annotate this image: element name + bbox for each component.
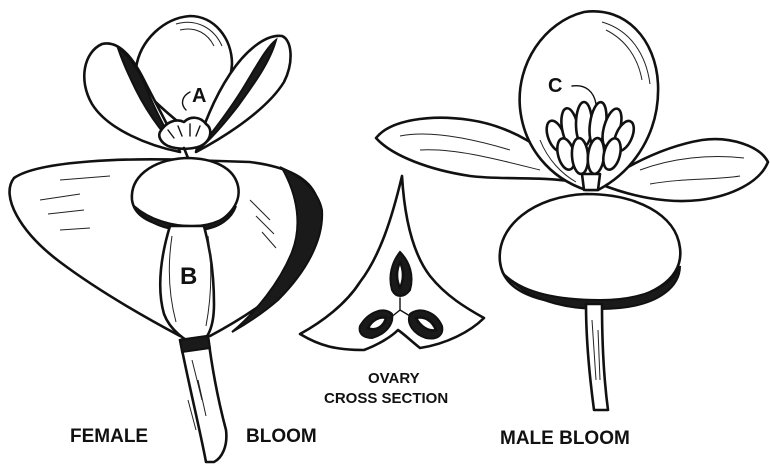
ovary-section-outline bbox=[300, 176, 484, 350]
male-stem bbox=[586, 304, 608, 410]
label-a: A bbox=[192, 85, 206, 107]
male-bloom bbox=[376, 11, 768, 410]
caption-female: FEMALE bbox=[70, 426, 148, 447]
female-bloom bbox=[10, 16, 323, 462]
female-stem bbox=[180, 336, 226, 462]
ovary-cross-section bbox=[300, 176, 484, 350]
caption-ovary: OVARY bbox=[368, 370, 420, 387]
caption-cross-section: CROSS SECTION bbox=[324, 390, 448, 407]
label-b: B bbox=[180, 263, 197, 290]
caption-female-bloom: BLOOM bbox=[246, 426, 317, 447]
label-c: C bbox=[548, 75, 562, 97]
caption-male-bloom: MALE BLOOM bbox=[500, 428, 630, 449]
